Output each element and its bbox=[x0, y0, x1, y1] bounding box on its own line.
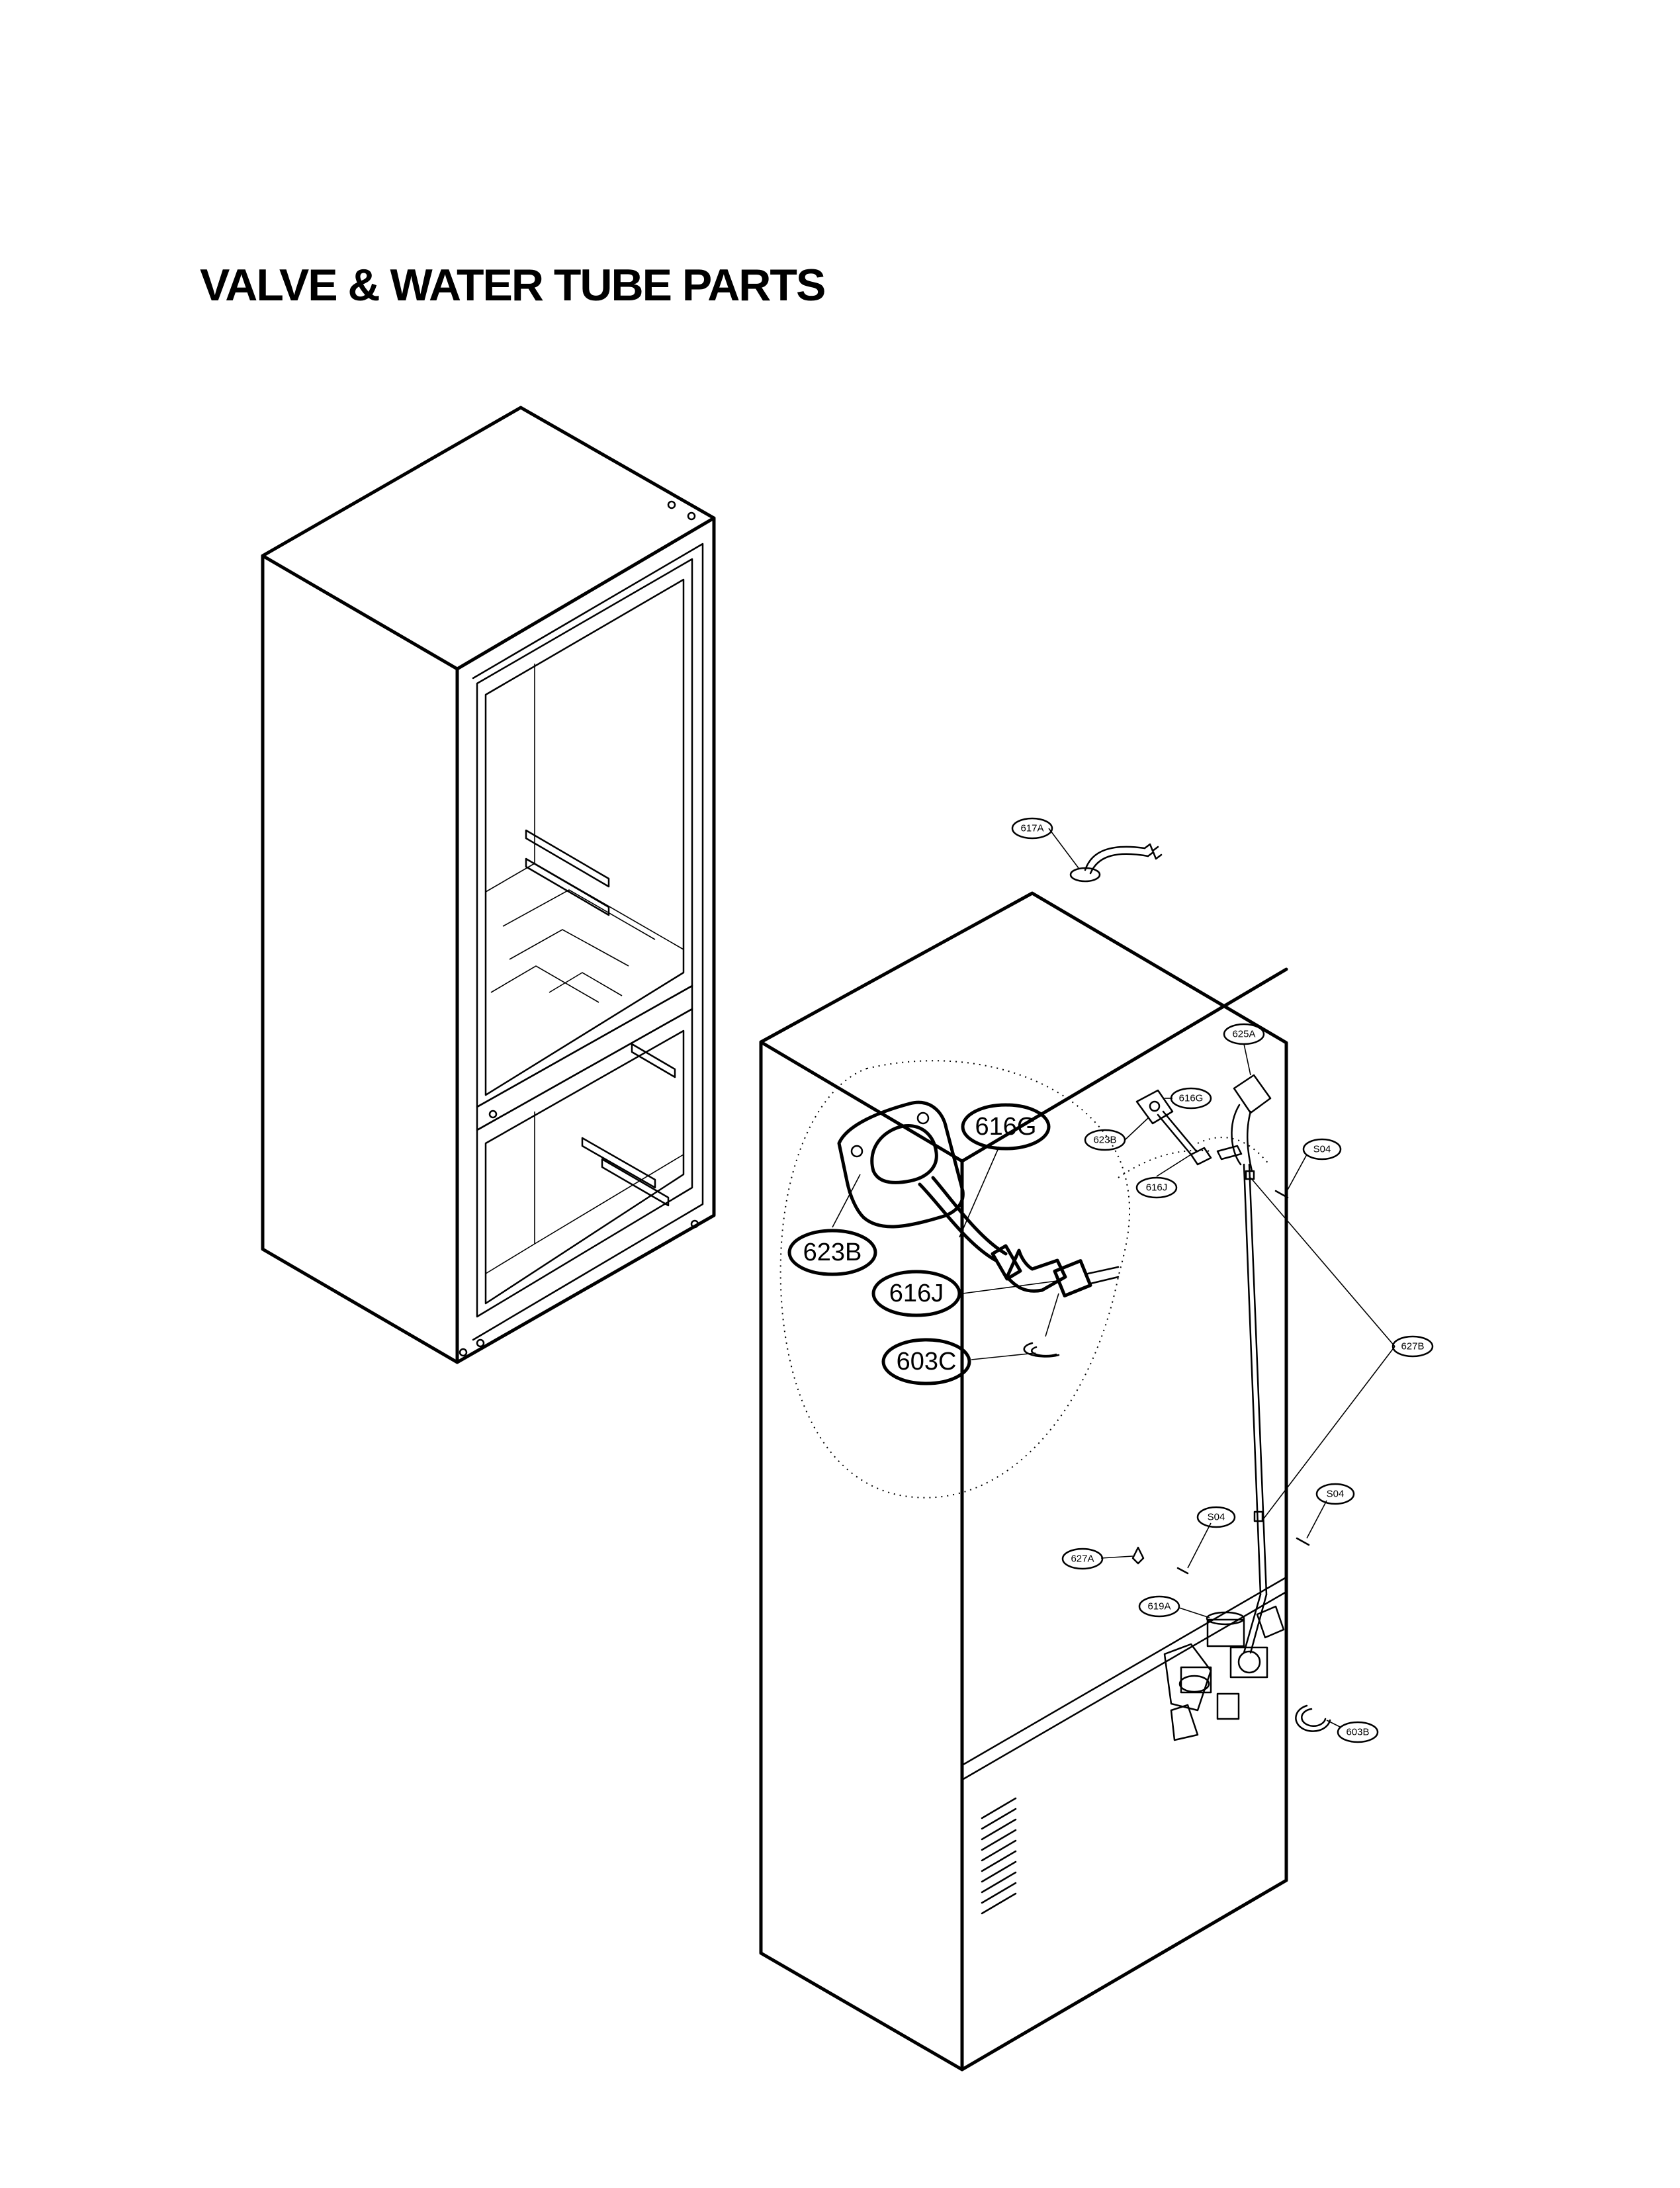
callout-627B: 627B bbox=[1392, 1335, 1434, 1358]
detail-magnifier bbox=[779, 1060, 1212, 1499]
callout-616J: 616J bbox=[1135, 1176, 1178, 1199]
svg-text:S04: S04 bbox=[1313, 1144, 1331, 1155]
valve-head bbox=[1233, 1074, 1272, 1114]
water-valve-assembly bbox=[1163, 1593, 1285, 1741]
diagram-title: VALVE & WATER TUBE PARTS bbox=[200, 260, 826, 310]
detail-callout-623B: 623B bbox=[787, 1229, 877, 1276]
svg-text:625A: 625A bbox=[1232, 1029, 1255, 1040]
svg-text:617A: 617A bbox=[1020, 823, 1043, 834]
svg-text:603C: 603C bbox=[897, 1348, 957, 1376]
vent-grille bbox=[981, 1797, 1017, 1915]
detail-callout-616J: 616J bbox=[871, 1270, 961, 1317]
callout-627A: 627A bbox=[1061, 1548, 1104, 1570]
svg-text:623B: 623B bbox=[803, 1239, 862, 1266]
callout-623B: 623B bbox=[1084, 1129, 1126, 1151]
callout-617A: 617A bbox=[1011, 817, 1053, 840]
svg-text:603B: 603B bbox=[1346, 1727, 1369, 1738]
callout-603B: 603B bbox=[1337, 1721, 1379, 1743]
callout-S04-top: S04 bbox=[1302, 1138, 1342, 1160]
inlet-block bbox=[1135, 1089, 1174, 1125]
cabinet-rear-view bbox=[759, 843, 1395, 2072]
svg-text:616G: 616G bbox=[975, 1113, 1037, 1141]
detail-callout-616G: 616G bbox=[961, 1103, 1051, 1151]
callout-616G: 616G bbox=[1170, 1087, 1212, 1110]
svg-text:S04: S04 bbox=[1208, 1512, 1225, 1523]
svg-text:S04: S04 bbox=[1327, 1489, 1345, 1500]
cabinet-front-view bbox=[261, 406, 716, 1364]
leader-lines bbox=[1048, 828, 1341, 1728]
svg-text:619A: 619A bbox=[1147, 1601, 1171, 1612]
callout-619A: 619A bbox=[1138, 1595, 1180, 1618]
snap-ring bbox=[1295, 1704, 1331, 1732]
svg-text:616G: 616G bbox=[1179, 1093, 1204, 1104]
callout-625A: 625A bbox=[1223, 1023, 1265, 1045]
svg-text:616J: 616J bbox=[889, 1280, 944, 1307]
detail-callout-603C: 603C bbox=[881, 1338, 971, 1385]
svg-text:616J: 616J bbox=[1146, 1182, 1168, 1194]
svg-text:627B: 627B bbox=[1401, 1341, 1424, 1352]
svg-text:627A: 627A bbox=[1071, 1553, 1094, 1565]
callout-S04-center: S04 bbox=[1196, 1506, 1236, 1528]
callout-S04-right: S04 bbox=[1315, 1483, 1355, 1505]
svg-text:623B: 623B bbox=[1093, 1135, 1116, 1146]
